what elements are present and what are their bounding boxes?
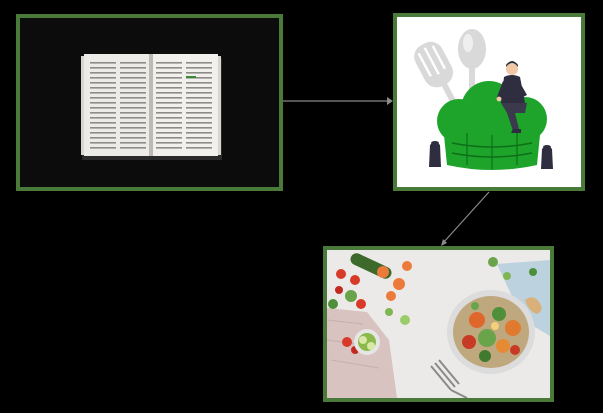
spoon-icon [458,29,486,95]
node-book-image[interactable] [16,14,283,191]
salt-shaker-icon [429,141,441,167]
pepper-shaker-icon [541,145,553,169]
edge-chef-to-food [442,191,490,244]
chef-hat-illustration [397,17,581,187]
open-book-image [20,18,279,187]
node-food-image[interactable] [323,246,554,402]
node-chef-illustration[interactable] [393,13,585,191]
edge-chef-to-food-arrowhead [441,239,447,246]
person-icon [496,61,527,133]
salad-bowl-image [327,250,550,398]
